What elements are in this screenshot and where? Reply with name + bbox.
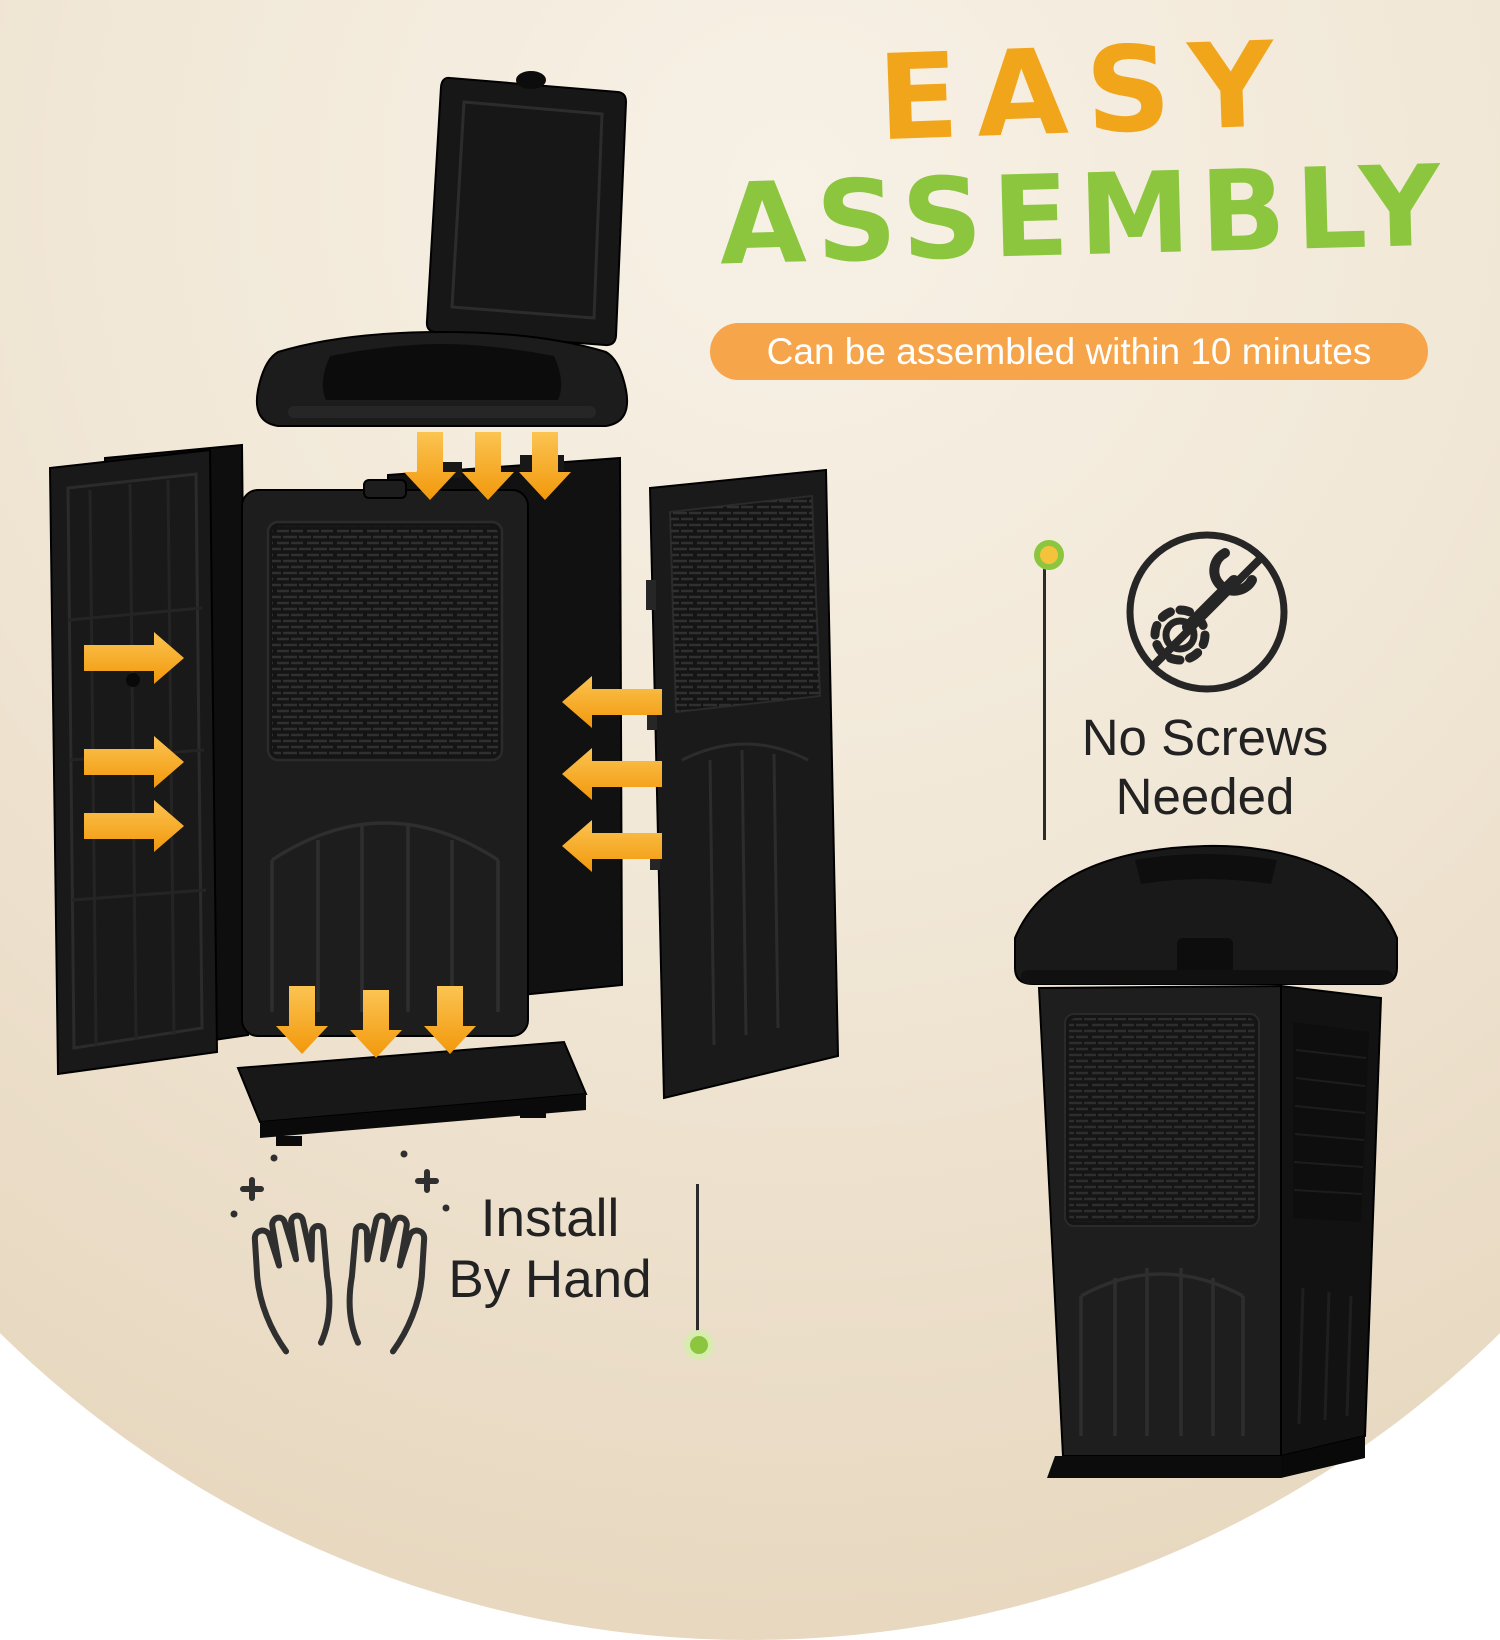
assembly-arrows [84,432,662,1058]
down-arrow [424,986,476,1054]
lid-open-flap [425,71,628,347]
connector-dot-top [1034,540,1064,570]
no-screws-line2: Needed [1115,768,1295,826]
prohibition-circle [1126,531,1288,693]
bin-body [1037,984,1383,1458]
lid-knob [516,71,546,89]
no-screws-line1: No Screws [1081,709,1329,766]
left-hand [251,1212,333,1355]
prohibition-slash [1150,555,1264,669]
down-arrow [350,990,402,1058]
gear-icon [1150,605,1210,665]
base-panel [236,1040,588,1146]
right-side-panel [646,468,840,1100]
hinge-knuckle [646,580,656,610]
install-by-hand-label: Install By Hand [435,1188,665,1311]
no-screws-icon [1126,531,1288,693]
install-line2: By Hand [448,1250,652,1310]
install-line1: Install [480,1189,620,1248]
down-arrow [276,986,328,1054]
right-arrow [84,800,184,852]
left-arrow [562,748,662,800]
assembled-bin-illustration [1014,844,1398,1478]
install-by-hand-icon [230,1150,450,1355]
down-arrow [462,432,514,500]
connector-dot-bottom [684,1330,714,1360]
assembly-time-banner: Can be assembled within 10 minutes [710,323,1428,380]
front-panel [241,479,529,1037]
lid-frame [256,330,628,427]
right-hand [346,1212,428,1355]
right-arrow [84,736,184,788]
bin-base [1047,1436,1365,1478]
left-arrow [562,820,662,872]
assembly-time-text: Can be assembled within 10 minutes [766,330,1372,372]
connector-line-top [1043,568,1046,840]
sparkles [230,1150,450,1218]
left-arrow [562,676,662,728]
down-arrow [519,432,571,500]
down-arrow [404,432,456,500]
latch-tab [363,479,407,499]
wicker-texture [272,526,498,756]
lid-handle [1135,854,1277,884]
right-arrow [84,632,184,684]
no-screws-label: No Screws Needed [1040,708,1370,826]
wicker-texture [1069,1018,1255,1222]
bin-lid [1014,844,1398,985]
exploded-view-illustration [48,71,840,1146]
connector-line-bottom [696,1184,699,1332]
